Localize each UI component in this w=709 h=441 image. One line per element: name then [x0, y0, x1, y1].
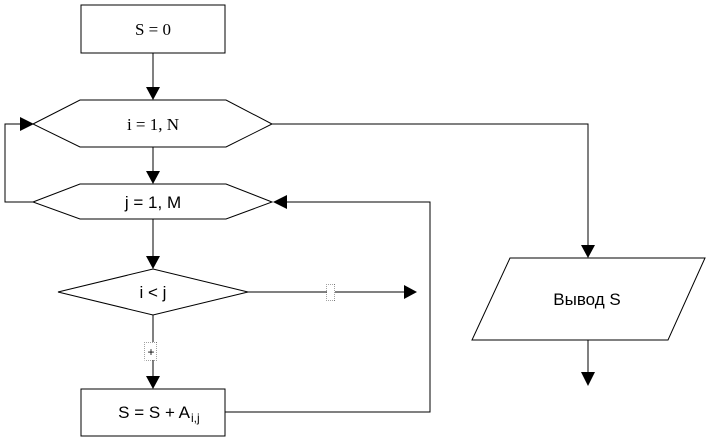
loop-j-block: j = 1, M [31, 183, 274, 220]
loop-i-block: i = 1, N [31, 99, 274, 148]
arrow-head [146, 256, 160, 269]
edge-loop-i-to-output [272, 123, 589, 246]
loop-i-label: i = 1, N [127, 115, 179, 134]
no-label-box [326, 283, 336, 302]
connectors [4, 53, 595, 413]
edge-assign-return-to-loop-j [225, 201, 431, 413]
arrow-head [146, 376, 160, 389]
loop-j-label: j = 1, M [124, 193, 181, 212]
arrow-head [273, 195, 287, 209]
arrow-head [146, 171, 160, 184]
init-block: S = 0 [80, 4, 226, 54]
decision-diamond [57, 268, 249, 316]
process-rectangle [80, 4, 226, 54]
condition-label: i < j [140, 283, 167, 302]
condition-block: i < j + [57, 268, 336, 361]
edge-loop-j-return-to-loop-i [4, 123, 33, 203]
arrow-head [146, 87, 160, 100]
arrow-head [581, 372, 595, 386]
arrow-head [20, 117, 34, 131]
process-rectangle [80, 388, 226, 437]
arrow-head [581, 245, 595, 258]
yes-label: + [147, 345, 154, 359]
output-label: Вывод S [553, 290, 620, 309]
loop-hexagon [31, 183, 274, 220]
assign-block: S = S + A i,j [80, 388, 226, 437]
arrow-head [404, 285, 417, 299]
assign-label: S = S + A [118, 403, 190, 422]
loop-hexagon [31, 99, 274, 148]
output-block: Вывод S [471, 257, 706, 341]
io-parallelogram [471, 257, 706, 341]
init-label: S = 0 [135, 20, 171, 39]
yes-label-box [144, 341, 158, 361]
assign-subscript: i,j [191, 411, 200, 425]
